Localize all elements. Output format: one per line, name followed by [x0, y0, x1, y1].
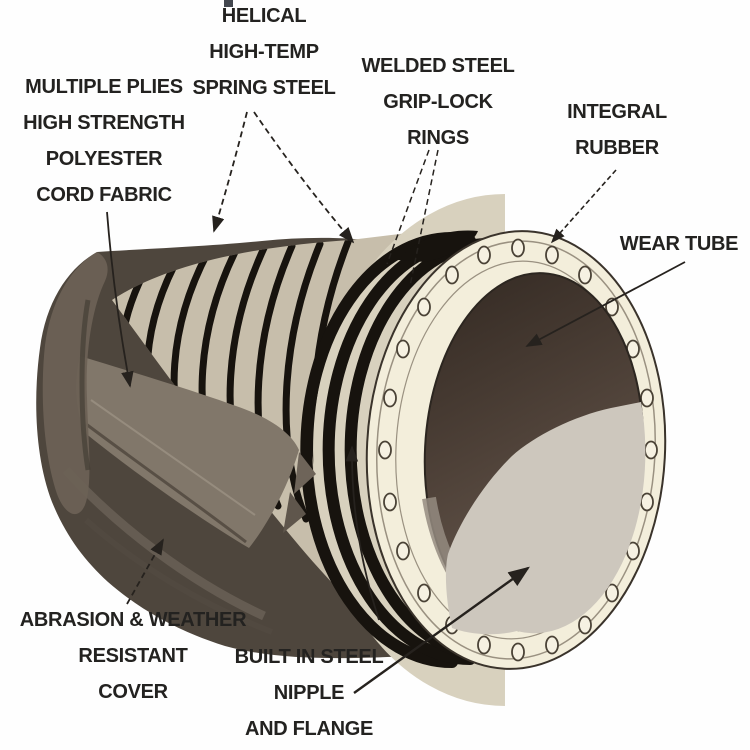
bolt-hole: [545, 245, 559, 265]
line-grip-rings-2: [409, 149, 439, 287]
bolt-hole: [477, 635, 491, 655]
arrow-wear-tube: [525, 261, 686, 347]
arrow-nipple: [345, 445, 380, 621]
bolt-hole: [578, 615, 592, 635]
arrow-spring-steel-left: [212, 111, 248, 233]
arrow-cover: [126, 538, 164, 605]
cropped-edge-mark: [224, 0, 233, 7]
bolt-hole: [511, 238, 525, 258]
label-abrasion-resistant-cover: ABRASION & WEATHER RESISTANT COVER: [19, 609, 247, 703]
label-wear-tube: WEAR TUBE: [619, 233, 739, 255]
label-polyester-cord-fabric: MULTIPLE PLIES HIGH STRENGTH POLYESTER C…: [23, 76, 185, 206]
tube-light-patch: [445, 402, 646, 635]
arrow-flange: [353, 566, 530, 694]
label-steel-nipple-flange: BUILT IN STEEL NIPPLE AND FLANGE: [234, 646, 384, 740]
bolt-hole: [378, 440, 392, 460]
bolt-hole: [445, 265, 459, 285]
ply-band-shape: [76, 356, 299, 548]
pointer-arrows: [106, 111, 686, 694]
bolt-hole: [605, 583, 619, 603]
bolt-hole: [396, 339, 410, 359]
line-grip-rings-1: [386, 149, 430, 265]
bolt-hole: [640, 492, 654, 512]
arrow-spring-steel-right: [253, 111, 355, 244]
bolt-hole: [644, 440, 658, 460]
cover-roll-shadow: [84, 517, 274, 635]
bolt-hole: [396, 541, 410, 561]
bolt-hole: [383, 492, 397, 512]
ring-top-shadow: [398, 230, 478, 262]
bolt-hole: [511, 642, 525, 662]
label-integral-rubber: INTEGRAL RUBBER: [567, 101, 667, 159]
bolt-hole: [383, 388, 397, 408]
bolt-hole: [417, 297, 431, 317]
label-helical-spring-steel: HELICAL HIGH-TEMP SPRING STEEL: [192, 5, 336, 99]
flange: [365, 230, 667, 670]
grip-ring: [322, 235, 476, 665]
ply-ridge-dark: [85, 422, 247, 544]
label-grip-lock-rings: WELDED STEEL GRIP-LOCK RINGS: [361, 55, 515, 149]
cover-curl-crease: [79, 299, 91, 471]
bolt-hole: [640, 388, 654, 408]
ply-ridge-light: [90, 399, 256, 516]
hose-body: [36, 194, 507, 706]
bolt-hole: [417, 583, 431, 603]
arrow-integral-rubber: [550, 169, 617, 244]
cover-curl-shape: [42, 252, 108, 515]
grip-ring: [300, 232, 458, 668]
bolt-hole: [477, 245, 491, 265]
ply-fold-tip: [283, 492, 306, 533]
bolt-hole: [545, 635, 559, 655]
arrow-cord-fabric: [106, 211, 134, 388]
ply-fold-tip: [294, 452, 316, 494]
bolt-hole: [578, 265, 592, 285]
